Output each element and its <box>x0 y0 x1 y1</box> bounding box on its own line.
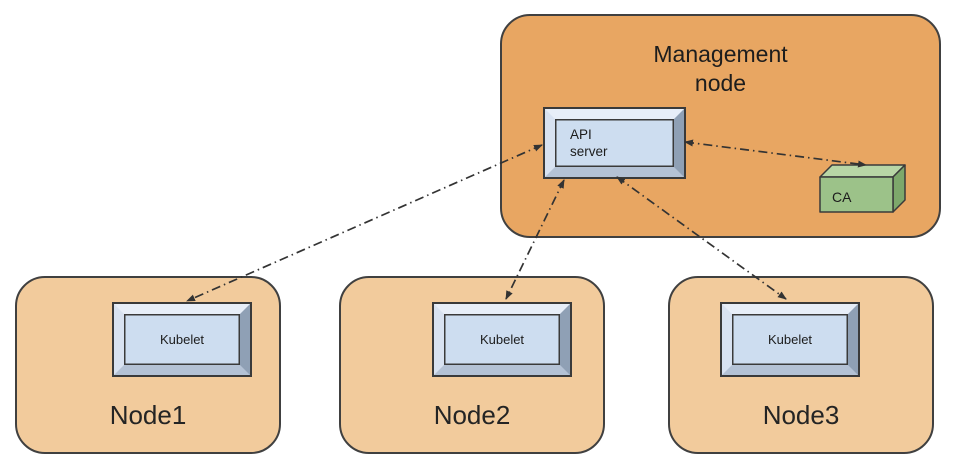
node2-kubelet-box: Kubelet <box>432 302 572 377</box>
node3-label: Node3 <box>762 400 840 430</box>
node3-kubelet-box: Kubelet <box>720 302 860 377</box>
api-server-label: API server <box>570 127 608 159</box>
node2-label: Node2 <box>433 400 511 430</box>
node3-box: Kubelet Node3 <box>668 276 934 454</box>
node1-box: Kubelet Node1 <box>15 276 281 454</box>
api-server-box: API server <box>543 107 686 179</box>
node1-kubelet-box: Kubelet <box>112 302 252 377</box>
node1-kubelet-label: Kubelet <box>159 332 205 347</box>
node2-box: Kubelet Node2 <box>339 276 605 454</box>
node1-label: Node1 <box>109 400 187 430</box>
node2-kubelet-label: Kubelet <box>479 332 525 347</box>
management-node-box: Management node API server <box>500 14 941 238</box>
management-node-label: Management node <box>653 41 788 96</box>
node3-kubelet-label: Kubelet <box>767 332 813 347</box>
